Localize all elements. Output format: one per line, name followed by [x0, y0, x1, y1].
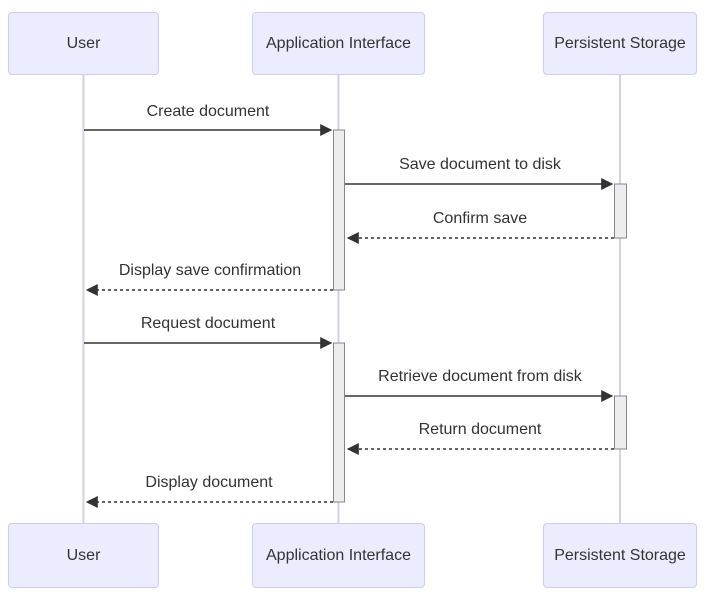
activation-bar-storage-2 — [614, 395, 627, 450]
message-label: Request document — [141, 315, 276, 332]
actor-box-storage-bottom: Persistent Storage — [543, 523, 697, 588]
activation-bar-storage-1 — [614, 183, 627, 239]
message-label: Display save confirmation — [119, 262, 301, 279]
message-label: Confirm save — [433, 210, 527, 227]
message-label: Create document — [147, 103, 270, 120]
activation-bar-app-1 — [333, 129, 345, 291]
actor-box-storage-top: Persistent Storage — [543, 12, 697, 75]
actor-box-user-top: User — [8, 12, 159, 75]
actor-box-app-bottom: Application Interface — [252, 523, 425, 588]
message-label: Retrieve document from disk — [378, 368, 583, 385]
activation-bar-app-2 — [333, 342, 345, 503]
message-label: Save document to disk — [399, 156, 562, 173]
message-label: Return document — [419, 421, 542, 438]
actor-box-user-bottom: User — [8, 523, 159, 588]
message-label: Display document — [145, 474, 273, 491]
actor-box-app-top: Application Interface — [252, 12, 425, 75]
